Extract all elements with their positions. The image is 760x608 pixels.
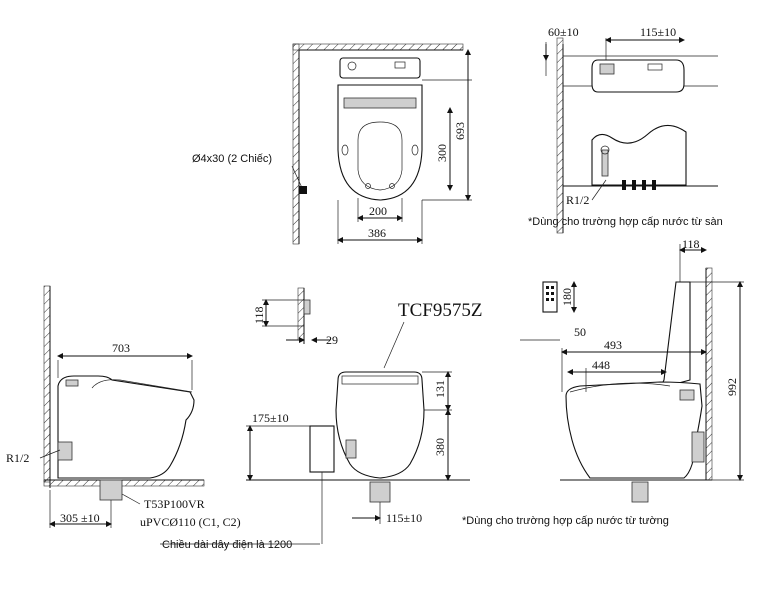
left-cord-length: Chiều dài dây điện là 1200 (162, 539, 292, 551)
dim-front-seat-top: 131 (433, 380, 447, 398)
left-supply-valve (57, 441, 73, 461)
dim-right-depth1: 493 (604, 338, 622, 352)
dim-supply-offset: 60±10 (548, 25, 579, 39)
dim-remote: 180 (560, 288, 574, 306)
floor-supply-detail: 60±10 115±10 R1/2 *Dùng cho trường hợp c… (528, 25, 723, 234)
remote-control (542, 281, 558, 313)
dim-left-length: 703 (112, 341, 130, 355)
dim-right-depth2: 448 (592, 358, 610, 372)
left-thread: R1/2 (6, 451, 29, 465)
left-bowl (57, 375, 195, 479)
supply-box (309, 425, 335, 473)
left-pipe-spec: uPVCØ110 (C1, C2) (140, 515, 241, 529)
dim-right-height: 992 (725, 378, 739, 396)
floor-note: *Dùng cho trường hợp cấp nước từ sàn (528, 216, 723, 228)
dim-left-outlet: 305 ±10 (60, 511, 100, 525)
dim-top-bowl: 300 (435, 144, 449, 162)
dim-front-gap: 29 (326, 333, 338, 347)
dim-top-width: 386 (368, 226, 386, 240)
front-bowl (335, 371, 425, 479)
model-number: TCF9575Z (398, 300, 482, 321)
wall-supply-valve (691, 431, 705, 463)
anchor-label: Ø4x30 (2 Chiếc) (192, 153, 272, 165)
tank-side (591, 59, 685, 93)
wall-note: *Dùng cho trường hợp cấp nước từ tường (462, 515, 669, 527)
dim-supply-span: 115±10 (640, 25, 676, 39)
dim-front-outlet: 115±10 (386, 511, 422, 525)
left-outlet-pipe (99, 479, 123, 501)
floor-supply-valve (601, 149, 609, 177)
power-socket (303, 299, 311, 315)
dim-remote-w: 50 (574, 325, 586, 339)
front-view: 118 29 TCF9575Z 175±10 131 380 115±10 (246, 287, 482, 544)
anchor-bolt (299, 186, 307, 194)
bowl-outline (337, 84, 423, 201)
left-part-code: T53P100VR (144, 497, 205, 511)
right-outlet-pipe (631, 481, 649, 503)
bowl-lower-side (591, 124, 687, 186)
dim-top-inner: 200 (369, 204, 387, 218)
seat-hinge (343, 97, 417, 109)
right-side-view: 180 50 118 493 448 992 *Dùng cho trường … (462, 237, 744, 527)
dim-front-socket: 118 (252, 306, 266, 324)
dim-front-seat-height: 380 (433, 438, 447, 456)
top-view: Ø4x30 (2 Chiếc) 200 386 693 300 (192, 43, 472, 245)
floor-thread: R1/2 (566, 193, 589, 207)
wall-hatch-left (292, 43, 300, 245)
tank-outline (339, 57, 421, 79)
dim-right-lid: 118 (682, 237, 700, 251)
front-outlet-pipe (369, 481, 391, 503)
dim-top-depth: 693 (453, 122, 467, 140)
front-valve (345, 439, 357, 459)
dim-front-supply: 175±10 (252, 411, 289, 425)
left-side-view: 703 R1/2 305 ±10 T53P100VR uPVCØ110 (C1,… (6, 285, 320, 551)
wall-hatch-top (292, 43, 464, 51)
